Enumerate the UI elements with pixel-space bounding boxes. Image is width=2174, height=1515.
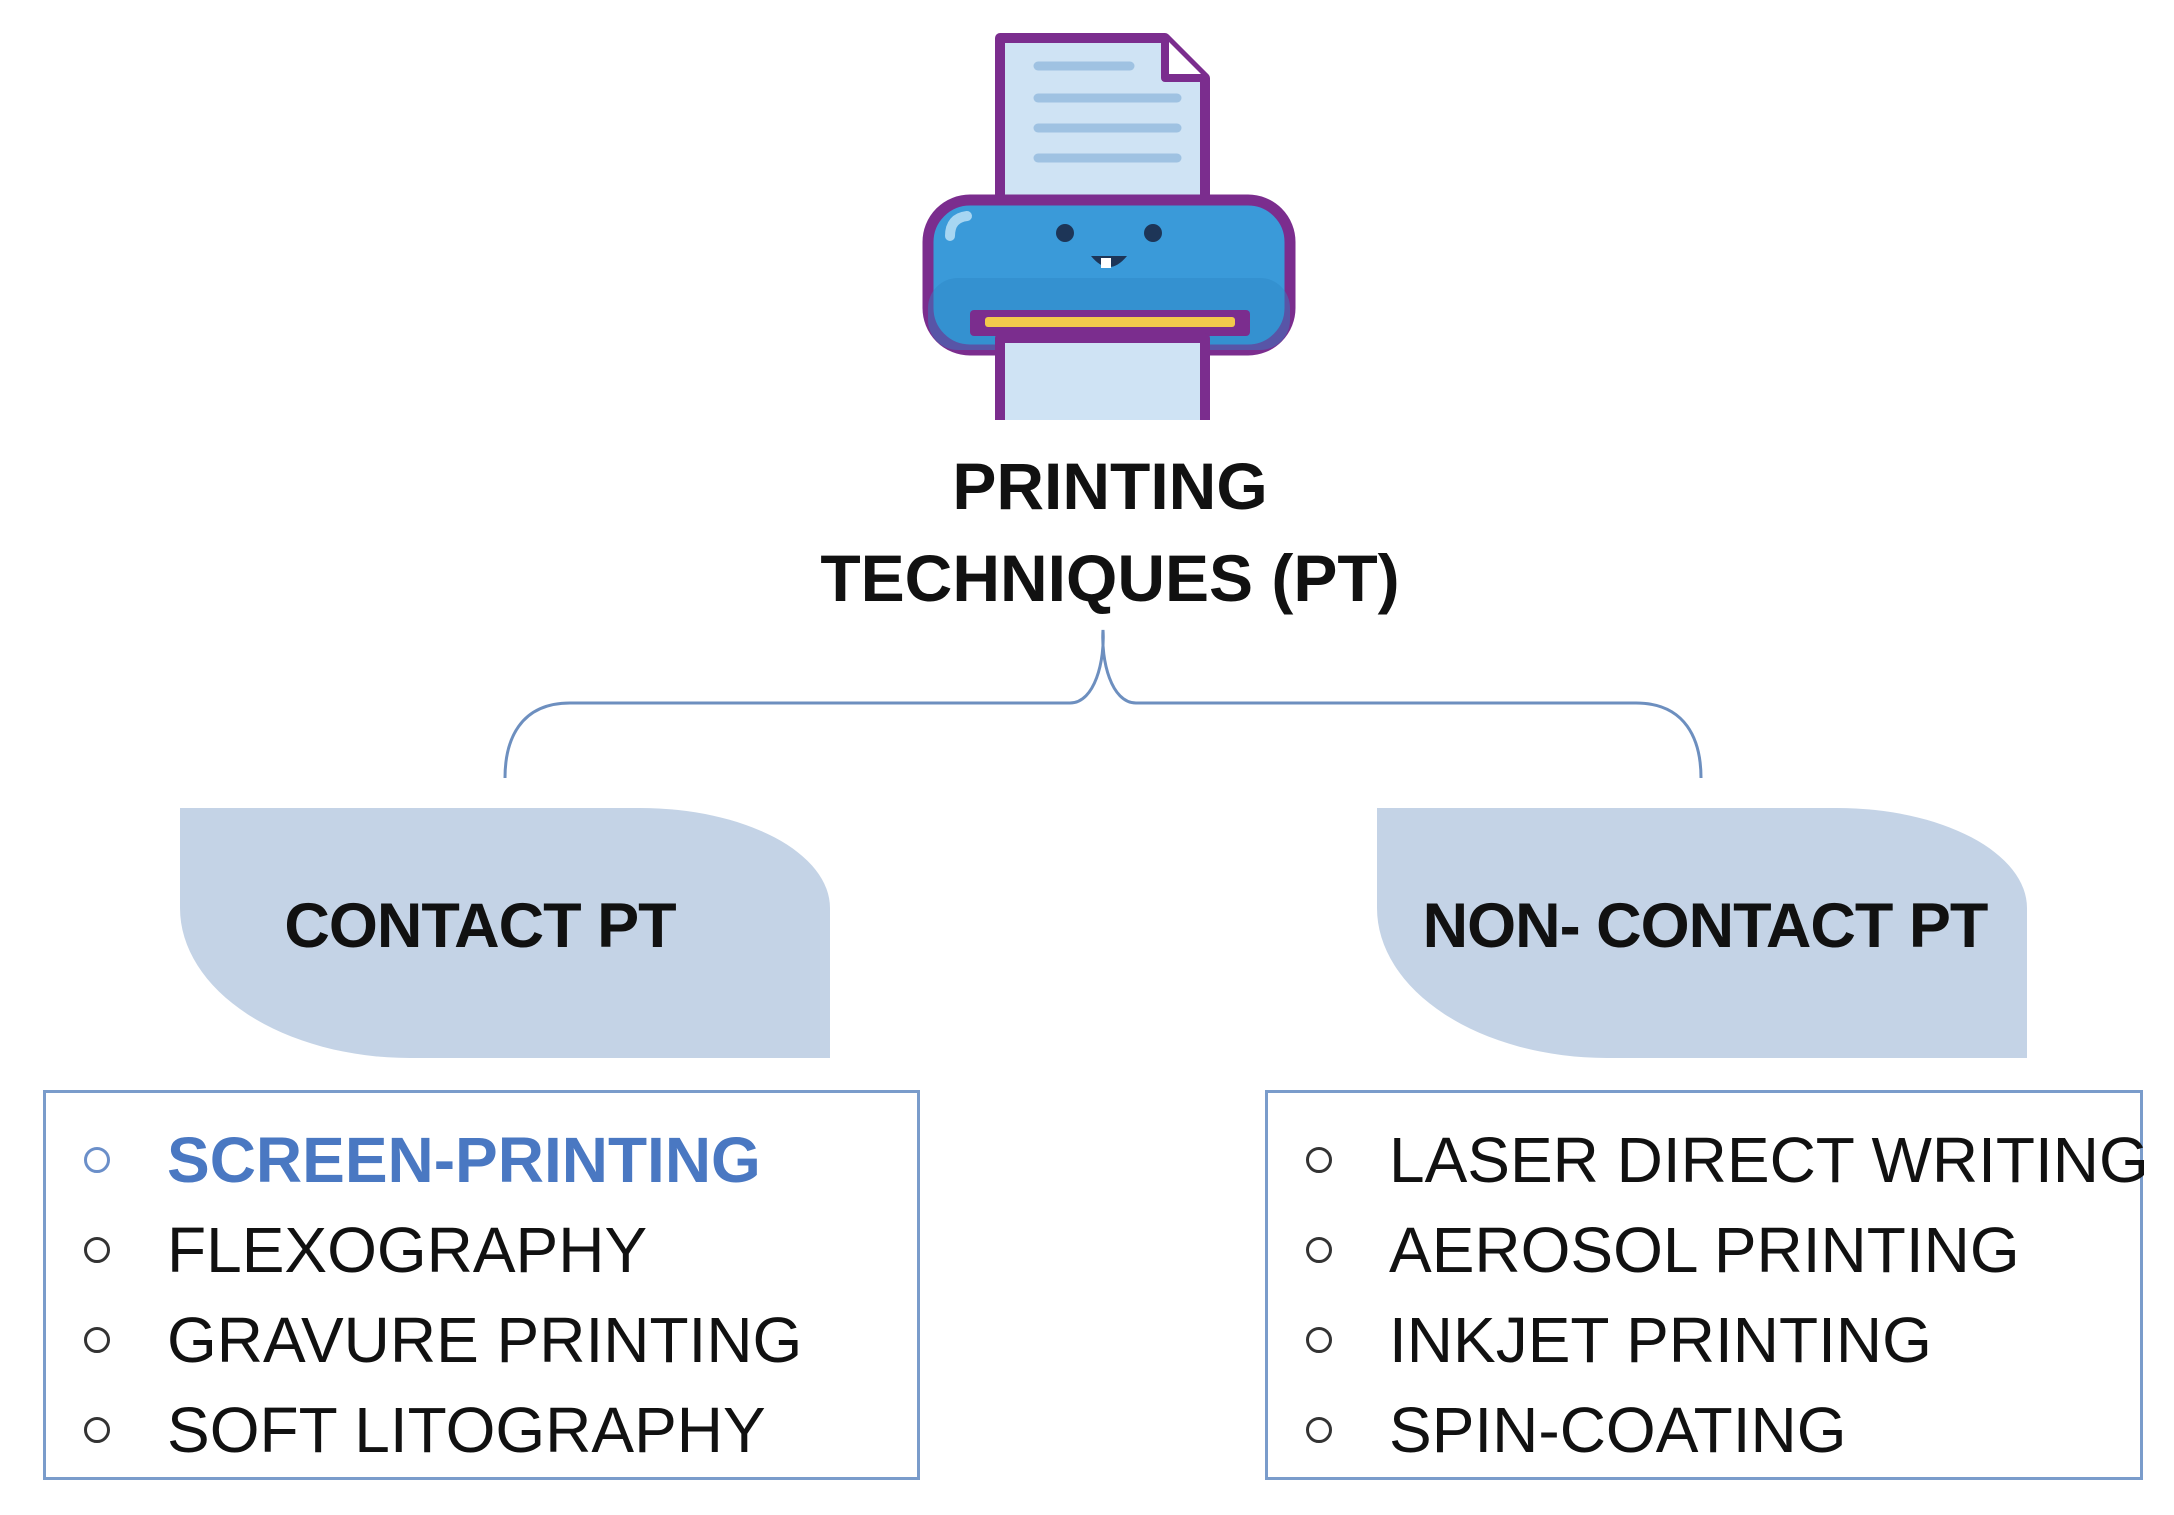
- list-item: FLEXOGRAPHY: [46, 1205, 802, 1295]
- list-item: LASER DIRECT WRITING: [1268, 1115, 2149, 1205]
- bullet-circle-icon: [1306, 1417, 1332, 1443]
- contact-branch-tab: [180, 808, 830, 1058]
- list-item-text: INKJET PRINTING: [1389, 1304, 1932, 1376]
- bullet-circle-icon: [84, 1147, 110, 1173]
- non-contact-branch-label: NON- CONTACT PT: [1422, 891, 1989, 961]
- list-item: INKJET PRINTING: [1268, 1295, 2149, 1385]
- list-item-text: SOFT LITOGRAPHY: [167, 1394, 766, 1466]
- list-item-text: LASER DIRECT WRITING: [1389, 1124, 2149, 1196]
- list-item-text: AEROSOL PRINTING: [1389, 1214, 2020, 1286]
- printer-icon: [922, 33, 1296, 420]
- bullet-circle-icon: [1306, 1147, 1332, 1173]
- bullet-circle-icon: [1306, 1327, 1332, 1353]
- list-item-text: GRAVURE PRINTING: [167, 1304, 803, 1376]
- contact-techniques-list: SCREEN-PRINTING FLEXOGRAPHY GRAVURE PRIN…: [43, 1090, 920, 1480]
- contact-branch-label: CONTACT PT: [284, 891, 676, 961]
- list-item: SOFT LITOGRAPHY: [46, 1385, 802, 1475]
- root-title: PRINTING TECHNIQUES (PT): [700, 440, 1520, 624]
- non-contact-techniques-list: LASER DIRECT WRITING AEROSOL PRINTING IN…: [1265, 1090, 2149, 1480]
- bullet-circle-icon: [84, 1327, 110, 1353]
- list-item: SCREEN-PRINTING: [46, 1115, 802, 1205]
- root-title-line-2: TECHNIQUES (PT): [820, 541, 1400, 615]
- list-item: GRAVURE PRINTING: [46, 1295, 802, 1385]
- root-title-line-1: PRINTING: [952, 449, 1268, 523]
- list-item-text: SPIN-COATING: [1389, 1394, 1847, 1466]
- list-item-text: SCREEN-PRINTING: [167, 1124, 761, 1196]
- list-item: SPIN-COATING: [1268, 1385, 2149, 1475]
- list-item-text: FLEXOGRAPHY: [167, 1214, 648, 1286]
- list-item: AEROSOL PRINTING: [1268, 1205, 2149, 1295]
- bullet-circle-icon: [84, 1237, 110, 1263]
- non-contact-branch-tab: [1377, 808, 2027, 1058]
- bullet-circle-icon: [1306, 1237, 1332, 1263]
- bullet-circle-icon: [84, 1417, 110, 1443]
